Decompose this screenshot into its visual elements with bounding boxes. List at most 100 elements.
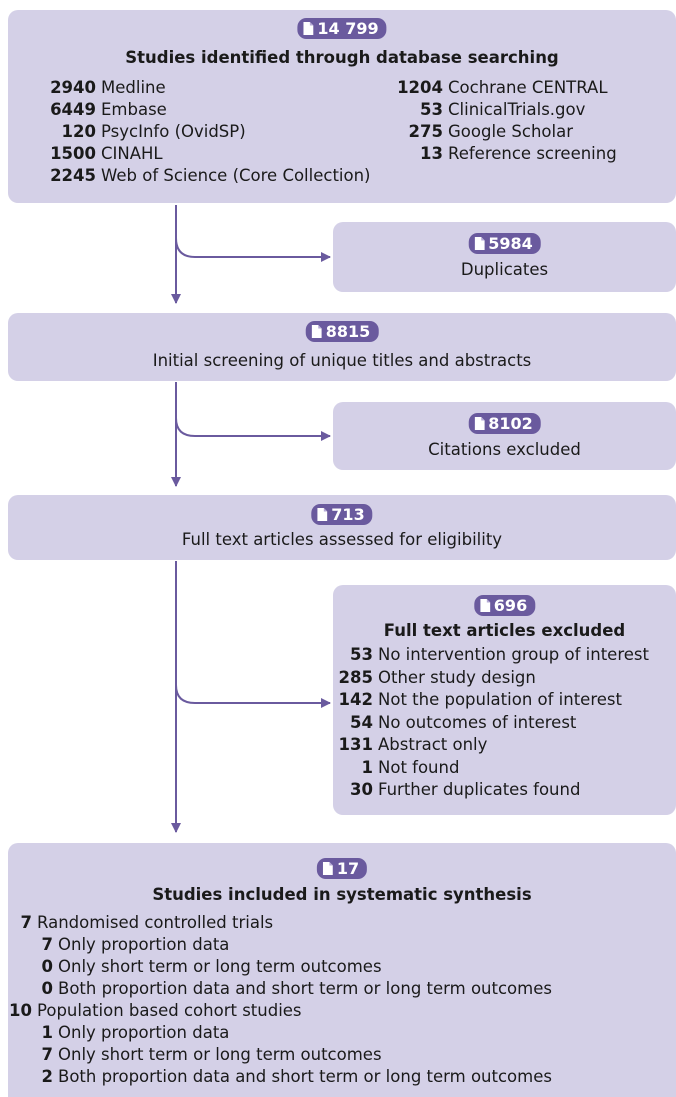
fulltext-excluded-count-badge: 696 bbox=[473, 595, 536, 616]
included-study-group-label: Only proportion data bbox=[58, 1023, 230, 1042]
identified-source-count: 1204 bbox=[397, 78, 443, 97]
identified-title: Studies identified through database sear… bbox=[125, 48, 559, 67]
document-icon bbox=[479, 599, 490, 612]
duplicates-count-badge: 5984 bbox=[468, 233, 541, 254]
exclusion-reason-label: No intervention group of interest bbox=[378, 645, 649, 664]
identified-source: 2245 Web of Science (Core Collection) bbox=[8, 166, 371, 186]
identified-source-label: Web of Science (Core Collection) bbox=[101, 166, 371, 185]
exclusion-reason: 142 Not the population of interest bbox=[333, 690, 622, 710]
fulltext-count: 713 bbox=[331, 505, 365, 524]
identified-source-count: 1500 bbox=[50, 144, 96, 163]
included-count-badge: 17 bbox=[316, 858, 368, 879]
document-icon bbox=[317, 508, 328, 521]
identified-source: 1204 Cochrane CENTRAL bbox=[393, 78, 608, 98]
fulltext-box: 713 Full text articles assessed for elig… bbox=[8, 495, 676, 560]
exclusion-reason-label: Other study design bbox=[378, 667, 536, 687]
document-icon bbox=[303, 22, 314, 35]
fulltext-excluded-title: Full text articles excluded bbox=[383, 621, 626, 640]
identified-source-label: PsycInfo (OvidSP) bbox=[101, 122, 246, 141]
identified-source-label: Google Scholar bbox=[448, 122, 574, 141]
identified-count: 14 799 bbox=[317, 19, 379, 38]
exclusion-reason-count: 30 bbox=[350, 780, 373, 799]
included-study-group-label: Only short term or long term outcomes bbox=[58, 957, 382, 976]
exclusion-reason: 53 No intervention group of interest bbox=[333, 645, 649, 665]
included-study-group-label: Only short term or long term outcomes bbox=[58, 1045, 382, 1064]
identified-source-label: CINAHL bbox=[101, 144, 163, 163]
citations-excluded-count: 8102 bbox=[488, 414, 533, 433]
exclusion-reason-count: 54 bbox=[350, 712, 373, 732]
included-study-group: 2 Both proportion data and short term or … bbox=[29, 1067, 552, 1087]
fulltext-label: Full text articles assessed for eligibil… bbox=[181, 530, 503, 549]
citations-excluded-count-badge: 8102 bbox=[468, 413, 541, 434]
exclusion-reason-count: 53 bbox=[350, 645, 373, 664]
fulltext-excluded-box: 696 Full text articles excluded 53 No int… bbox=[333, 585, 676, 815]
exclusion-reason-label: Abstract only bbox=[378, 735, 488, 754]
exclusion-reason-count: 285 bbox=[338, 667, 373, 687]
included-study-group-count: 0 bbox=[41, 957, 53, 976]
included-study-group: 1 Only proportion data bbox=[29, 1023, 230, 1043]
screening-label: Initial screening of unique titles and a… bbox=[152, 351, 532, 370]
included-study-group-count: 1 bbox=[41, 1023, 53, 1042]
identified-source: 1500 CINAHL bbox=[8, 144, 163, 164]
identified-source-label: Medline bbox=[101, 78, 166, 97]
included-title: Studies included in systematic synthesis bbox=[152, 885, 532, 904]
included-study-group: 7 Randomised controlled trials bbox=[8, 913, 274, 933]
included-study-group-count: 7 bbox=[41, 1045, 53, 1064]
identified-source-count: 53 bbox=[420, 100, 443, 119]
duplicates-box: 5984 Duplicates bbox=[333, 222, 676, 292]
exclusion-reason-label: Not found bbox=[378, 757, 460, 777]
identified-source-count: 13 bbox=[420, 144, 443, 163]
identified-source-count: 120 bbox=[61, 122, 96, 141]
included-count: 17 bbox=[336, 859, 360, 878]
identified-source: 2940 Medline bbox=[8, 78, 166, 98]
identified-source: 6449 Embase bbox=[8, 100, 167, 120]
included-study-group-label: Randomised controlled trials bbox=[37, 913, 274, 932]
included-study-group: 0 Both proportion data and short term or … bbox=[29, 979, 552, 999]
document-icon bbox=[474, 237, 485, 250]
identified-source-label: Embase bbox=[101, 100, 167, 119]
duplicates-count: 5984 bbox=[488, 234, 533, 253]
citations-excluded-label: Citations excluded bbox=[428, 440, 581, 459]
included-study-group-count: 10 bbox=[9, 1001, 32, 1020]
identified-source-count: 275 bbox=[408, 122, 443, 141]
fulltext-count-badge: 713 bbox=[311, 504, 373, 525]
duplicates-label: Duplicates bbox=[460, 260, 549, 279]
included-study-group: 7 Only proportion data bbox=[29, 935, 230, 955]
identified-source-count: 2245 bbox=[50, 166, 96, 185]
exclusion-reason-count: 142 bbox=[338, 690, 373, 709]
identified-count-badge: 14 799 bbox=[297, 18, 387, 39]
fulltext-excluded-count: 696 bbox=[493, 596, 528, 615]
included-study-group-label: Both proportion data and short term or l… bbox=[58, 979, 552, 998]
included-study-group-label: Only proportion data bbox=[58, 935, 230, 954]
included-study-group-count: 7 bbox=[41, 935, 53, 954]
identified-source-count: 6449 bbox=[50, 100, 96, 119]
document-icon bbox=[322, 862, 333, 875]
included-study-group-count: 7 bbox=[20, 913, 32, 932]
identified-source-label: Reference screening bbox=[448, 144, 617, 163]
identified-box: 14 799 Studies identified through databa… bbox=[8, 10, 676, 203]
identified-source-count: 2940 bbox=[50, 78, 96, 97]
included-study-group-count: 0 bbox=[41, 979, 53, 998]
document-icon bbox=[311, 325, 322, 338]
identified-source: 275 Google Scholar bbox=[393, 122, 573, 142]
included-study-group-label: Both proportion data and short term or l… bbox=[58, 1067, 552, 1086]
citations-excluded-box: 8102 Citations excluded bbox=[333, 402, 676, 470]
exclusion-reason-label: Further duplicates found bbox=[378, 780, 581, 799]
document-icon bbox=[474, 417, 485, 430]
identified-source: 53 ClinicalTrials.gov bbox=[393, 100, 585, 120]
screening-box: 8815 Initial screening of unique titles … bbox=[8, 313, 676, 381]
screening-count: 8815 bbox=[325, 322, 371, 341]
exclusion-reason: 30 Further duplicates found bbox=[333, 780, 580, 800]
identified-source: 13 Reference screening bbox=[393, 144, 617, 164]
included-study-group-count: 2 bbox=[41, 1067, 53, 1086]
exclusion-reason-count: 1 bbox=[361, 757, 373, 777]
screening-count-badge: 8815 bbox=[305, 321, 379, 342]
exclusion-reason-label: Not the population of interest bbox=[378, 690, 622, 709]
identified-source-label: Cochrane CENTRAL bbox=[448, 78, 608, 97]
identified-source-label: ClinicalTrials.gov bbox=[448, 100, 586, 119]
